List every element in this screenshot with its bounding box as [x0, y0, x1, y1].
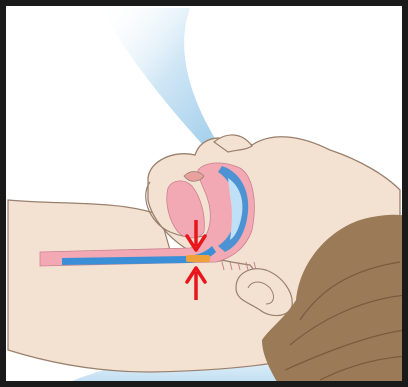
airway-obstruction [186, 255, 210, 262]
